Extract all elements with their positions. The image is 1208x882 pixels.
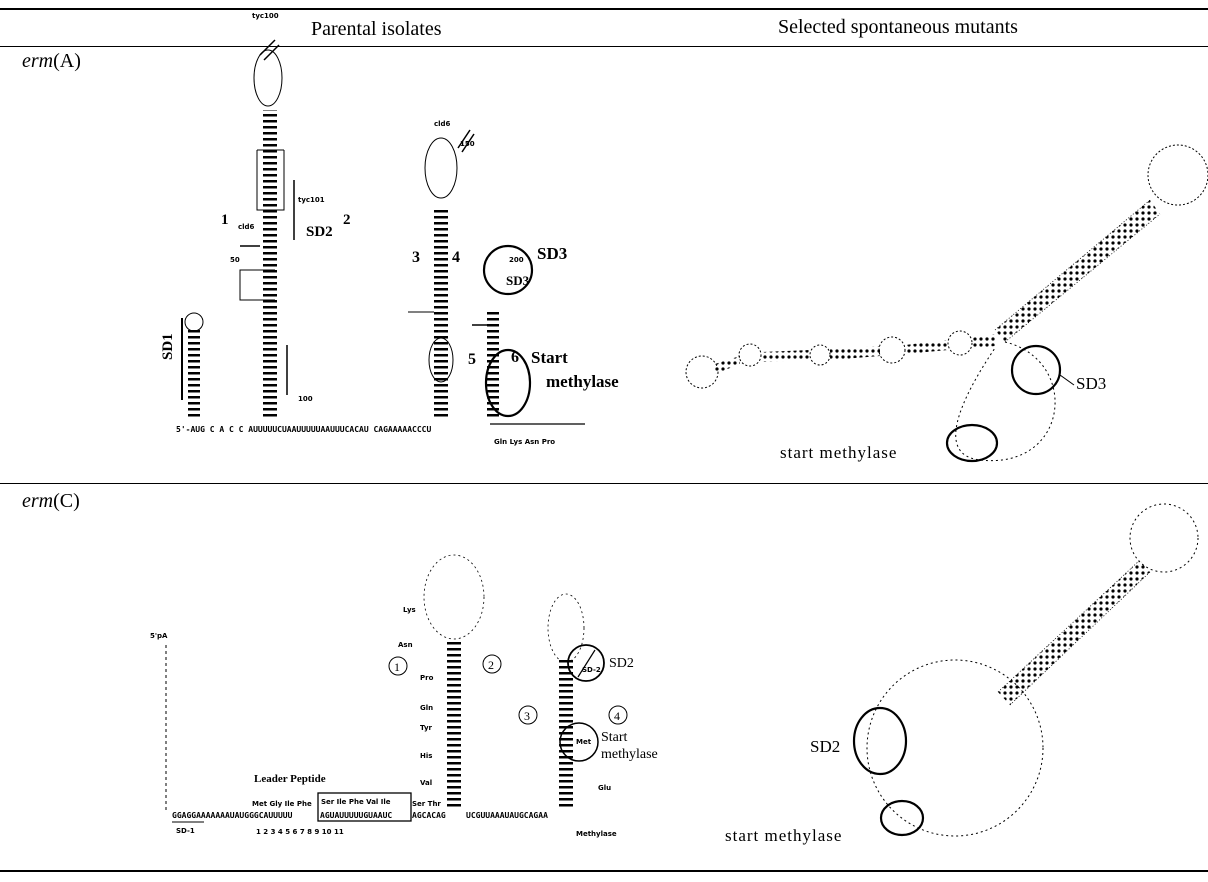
methylase-label: methylase (546, 372, 619, 391)
cld6-top-label: cld6 (434, 120, 451, 128)
methylase-c-label: methylase (601, 747, 658, 762)
asn-label: Asn (398, 641, 413, 649)
erm-c-parental-structure: 5'pA GGAGGAAAAAAAUAUGGGCAUUUUU AGUAUUUUU… (150, 555, 658, 838)
sd1-hairpin (182, 313, 203, 418)
mutant-a-sd3-label: SD3 (1076, 374, 1106, 393)
erm-a-bottom-sequence: 5'-AUG C A C C AUUUUUCUAAUUUUUAAUUUCACAU… (176, 425, 431, 434)
cld6-label: cld6 (238, 223, 255, 231)
region-c2-label: 2 (488, 658, 494, 672)
sd1-c-label: SD-1 (176, 827, 195, 835)
tyc100-label: tyc100 (252, 12, 279, 20)
boxed-aa-label: Ser Ile Phe Val Ile (321, 798, 391, 806)
mutant-c-start-label: start methylase (725, 826, 842, 845)
erm-c-seq-left: GGAGGAAAAAAAUAUGGGCAUUUUU (172, 811, 293, 820)
pos50-label: 50 (230, 256, 240, 264)
region-c3-label: 3 (524, 709, 530, 723)
glu-label: Glu (598, 784, 611, 792)
tyc101-label: tyc101 (298, 196, 325, 204)
pos150-label: 150 (460, 140, 475, 148)
sd2-c-label: SD2 (609, 656, 634, 671)
gln-label: Gln (420, 704, 433, 712)
pos100-label: 100 (298, 395, 313, 403)
region-6-label: 6 (511, 349, 519, 366)
pos200-label: 200 (509, 256, 524, 264)
met-label: Met (576, 738, 592, 746)
region-c1-label: 1 (394, 660, 400, 674)
erm-a-codons: Gln Lys Asn Pro (494, 438, 555, 446)
erm-c-seq-right: AGCACAG (412, 811, 446, 820)
sd3-label: SD3 (537, 244, 567, 263)
lys-label: Lys (403, 606, 416, 614)
leader-peptide-label: Leader Peptide (254, 773, 326, 785)
region-4-label: 4 (452, 249, 460, 266)
codon-numbers: 1 2 3 4 5 6 7 8 9 10 11 (256, 828, 344, 836)
erm-c-seq-box: AGUAUUUUUGUAAUC (320, 811, 392, 820)
hairpin-3-4 (408, 130, 474, 420)
leader-aa-label: Met Gly Ile Phe (252, 800, 312, 808)
tyr-label: Tyr (420, 724, 433, 732)
erm-c-mutant-structure (854, 504, 1198, 836)
mutant-a-start-label: start methylase (780, 443, 897, 462)
sd2-label: SD2 (306, 224, 333, 240)
sd2-small-label: SD-2 (582, 666, 601, 674)
region-c4-label: 4 (614, 709, 620, 723)
erm-c-seq-tail: UCGUUAAAUAUGCAGAA (466, 811, 548, 820)
region-5-label: 5 (468, 351, 476, 368)
his-label: His (420, 752, 432, 760)
start-c-label: Start (601, 730, 628, 745)
region-3-label: 3 (412, 249, 420, 266)
erm-a-parental-structure: 5'-AUG C A C C AUUUUUCUAAUUUUUAAUUUCACAU… (160, 12, 619, 446)
region-2-label: 2 (343, 212, 351, 228)
five-pa-label: 5'pA (150, 632, 168, 640)
sd3-inner-label: SD3 (506, 273, 530, 288)
region-1-label: 1 (221, 212, 229, 228)
ser-thr-label: Ser Thr (412, 800, 441, 808)
erm-a-mutant-structure (686, 145, 1208, 461)
pro-label: Pro (420, 674, 434, 682)
mutant-c-sd2-label: SD2 (810, 737, 840, 756)
methylase-bottom-label: Methylase (576, 830, 617, 838)
start-label: Start (531, 348, 568, 367)
sd1-label: SD1 (160, 333, 176, 360)
val-label: Val (420, 779, 432, 787)
